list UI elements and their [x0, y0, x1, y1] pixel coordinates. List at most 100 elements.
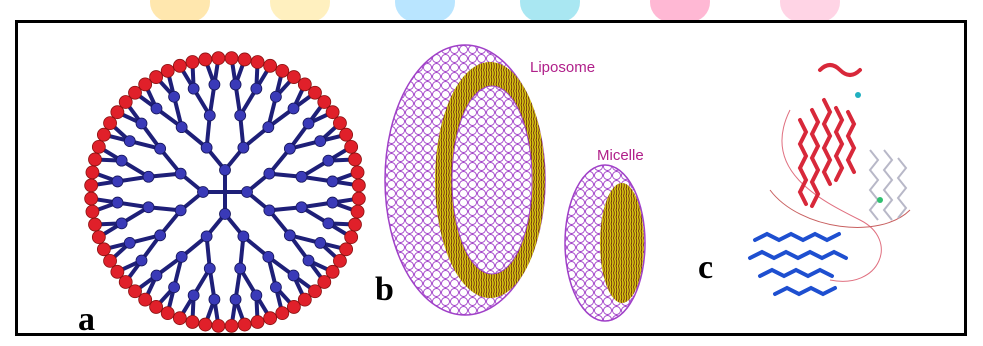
dendrimer-node [151, 270, 162, 281]
dendrimer-node [327, 176, 338, 187]
dendrimer-node [238, 142, 249, 153]
dendrimer-node [284, 143, 295, 154]
dendrimer-node [263, 122, 274, 133]
dendrimer-node [116, 155, 127, 166]
dendrimer-terminal-group [276, 307, 289, 320]
dendrimer-node [303, 255, 314, 266]
dendrimer-terminal-group [173, 312, 186, 325]
dendrimer-node [235, 263, 246, 274]
dendrimer-node [323, 218, 334, 229]
dendrimer-node [112, 197, 123, 208]
dendrimer-node [124, 237, 135, 248]
dendrimer-terminal-group [352, 192, 365, 205]
dendrimer-terminal-group [251, 315, 264, 328]
dendrimer-terminal-group [238, 318, 251, 331]
dendrimer-terminal-group [264, 59, 277, 72]
dendrimer-terminal-group [186, 315, 199, 328]
dendrimer-node [238, 231, 249, 242]
dendrimer-node [143, 171, 154, 182]
dendrimer-node [284, 230, 295, 241]
dendrimer-node [124, 136, 135, 147]
micelle-figure [565, 165, 645, 321]
dendrimer-node [288, 103, 299, 114]
dendrimer-node [230, 79, 241, 90]
dendrimer-node [209, 79, 220, 90]
dendrimer-terminal-group [326, 106, 339, 119]
dendrimer-terminal-group [351, 166, 364, 179]
dendrimer-figure [85, 52, 366, 333]
dendrimer-node [251, 83, 262, 94]
dendrimer-node [264, 168, 275, 179]
dendrimer-terminal-group [161, 64, 174, 77]
dendrimer-terminal-group [92, 140, 105, 153]
dendrimer-node [288, 270, 299, 281]
dendrimer-node [155, 143, 166, 154]
dendrimer-node [303, 118, 314, 129]
dendrimer-node [169, 282, 180, 293]
dendrimer-terminal-group [264, 312, 277, 325]
dendrimer-node [323, 155, 334, 166]
dendrimer-terminal-group [89, 153, 102, 166]
dendrimer-terminal-group [352, 179, 365, 192]
dendrimer-node [201, 142, 212, 153]
dendrimer-node [296, 202, 307, 213]
dendrimer-terminal-group [86, 205, 99, 218]
dendrimer-node [201, 231, 212, 242]
dendrimer-terminal-group [351, 205, 364, 218]
dendrimer-terminal-group [85, 179, 98, 192]
dendrimer-terminal-group [97, 128, 110, 141]
dendrimer-terminal-group [348, 218, 361, 231]
dendrimer-terminal-group [298, 293, 311, 306]
dendrimer-terminal-group [85, 192, 98, 205]
dendrimer-terminal-group [199, 53, 212, 66]
dendrimer-terminal-group [333, 117, 346, 130]
dendrimer-terminal-group [150, 71, 163, 84]
dendrimer-terminal-group [104, 117, 117, 130]
dendrimer-terminal-group [287, 71, 300, 84]
dendrimer-node [151, 103, 162, 114]
protein-figure [750, 65, 910, 294]
dendrimer-terminal-group [161, 307, 174, 320]
dendrimer-terminal-group [173, 59, 186, 72]
dendrimer-terminal-group [251, 56, 264, 69]
dendrimer-terminal-group [212, 52, 225, 65]
dendrimer-node [263, 251, 274, 262]
dendrimer-terminal-group [238, 53, 251, 66]
dendrimer-terminal-group [276, 64, 289, 77]
dendrimer-node [327, 197, 338, 208]
dendrimer-node [235, 110, 246, 121]
dendrimer-terminal-group [225, 319, 238, 332]
dendrimer-node [169, 91, 180, 102]
dendrimer-node [264, 205, 275, 216]
dendrimer-terminal-group [212, 319, 225, 332]
dendrimer-terminal-group [340, 128, 353, 141]
dendrimer-node [242, 187, 253, 198]
panel-label-c: c [698, 249, 713, 286]
dendrimer-terminal-group [287, 300, 300, 313]
dendrimer-node [136, 118, 147, 129]
dendrimer-node [230, 294, 241, 305]
dendrimer-terminal-group [345, 231, 358, 244]
dendrimer-node [198, 187, 209, 198]
dendrimer-node [176, 122, 187, 133]
dendrimer-node [204, 110, 215, 121]
dendrimer-terminal-group [89, 218, 102, 231]
dendrimer-node [143, 202, 154, 213]
dendrimer-terminal-group [119, 96, 132, 109]
dendrimer-node [175, 168, 186, 179]
panel-label-a: a [78, 301, 95, 338]
dendrimer-node [136, 255, 147, 266]
dendrimer-terminal-group [92, 231, 105, 244]
dendrimer-node [270, 91, 281, 102]
dendrimer-terminal-group [104, 254, 117, 267]
dendrimer-terminal-group [97, 243, 110, 256]
panel-label-b: b [375, 271, 394, 308]
dendrimer-terminal-group [186, 56, 199, 69]
dendrimer-terminal-group [340, 243, 353, 256]
dendrimer-terminal-group [86, 166, 99, 179]
dendrimer-node [315, 237, 326, 248]
dendrimer-node [176, 251, 187, 262]
dendrimer-node [112, 176, 123, 187]
liposome-figure [385, 45, 545, 315]
